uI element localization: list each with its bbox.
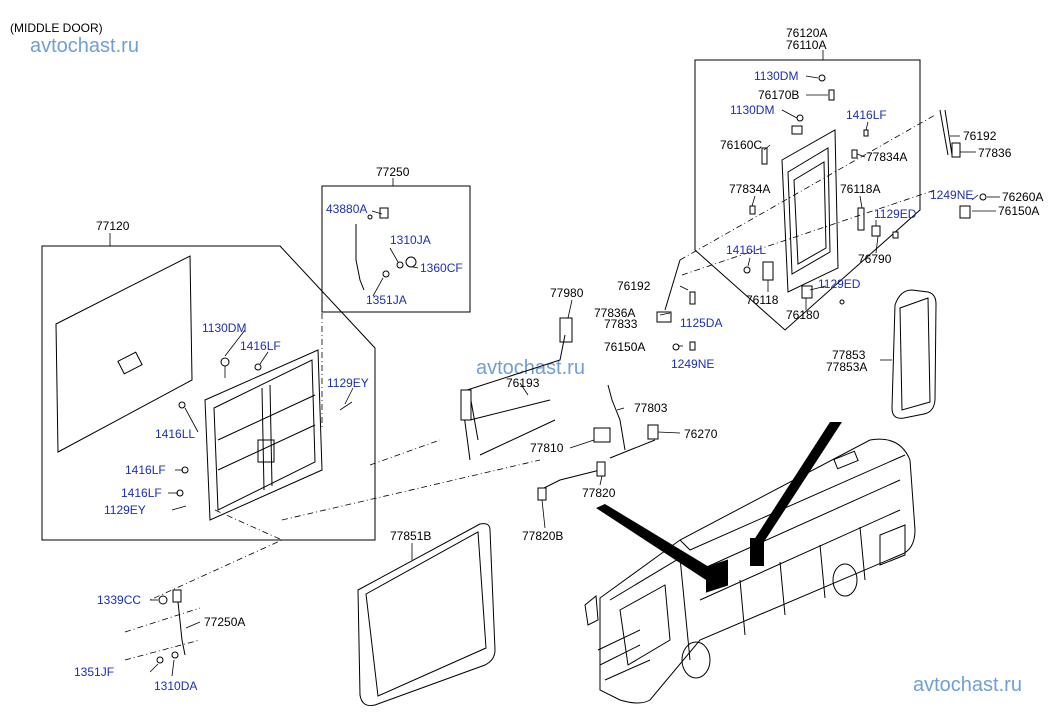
label-76192-b: 76192	[963, 129, 997, 143]
label-1130DM-c: 1130DM	[730, 103, 774, 117]
label-77120: 77120	[96, 219, 130, 233]
label-1125DA: 1125DA	[680, 316, 722, 330]
label-76120A: 76120A	[786, 26, 827, 40]
door-panel-group	[41, 233, 376, 541]
label-76260A: 76260A	[1002, 190, 1043, 204]
door-highlight-middle	[750, 538, 764, 566]
label-1130DM-b: 1130DM	[754, 69, 798, 83]
label-1416LF-d: 1416LF	[846, 108, 887, 122]
label-76110A: 76110A	[786, 38, 826, 52]
label-1416LF-a: 1416LF	[240, 339, 281, 353]
diagram-title: (MIDDLE DOOR)	[10, 21, 103, 35]
rear-door-group-frame	[694, 59, 921, 331]
label-77836A-a: 77836A	[594, 306, 635, 320]
label-1351JF: 1351JF	[74, 665, 114, 679]
watermark-top-left: avtochast.ru	[30, 35, 139, 57]
label-76270: 76270	[684, 427, 718, 441]
label-77834A-a: 77834A	[866, 150, 907, 164]
label-1249NE-a: 1249NE	[671, 357, 714, 371]
door-outer-panel	[55, 255, 193, 453]
label-76160C: 76160C	[720, 138, 762, 152]
label-77833: 77833	[604, 317, 638, 331]
door-rod-77250A	[124, 589, 201, 677]
label-1416LF-c: 1416LF	[121, 486, 162, 500]
bus-illustration	[584, 422, 916, 704]
label-76150A-b: 76150A	[998, 204, 1039, 218]
door-inner-frame-inner	[213, 359, 316, 511]
weather-strip-77853	[880, 289, 937, 419]
label-77820: 77820	[582, 486, 616, 500]
door-mechanism-group	[460, 259, 696, 529]
label-43880A: 43880A	[326, 202, 367, 216]
door-group-frame	[41, 245, 376, 541]
weather-strip-77851B	[357, 523, 496, 706]
lock-rod-group-frame	[321, 185, 471, 313]
label-1310DA: 1310DA	[154, 679, 197, 693]
label-1360CF: 1360CF	[420, 261, 463, 275]
label-1129EY-a: 1129EY	[327, 376, 369, 390]
label-1416LL-b: 1416LL	[726, 243, 766, 257]
callout-wedge-left	[596, 504, 714, 580]
label-1416LF-b: 1416LF	[125, 463, 166, 477]
rear-door-skin	[781, 129, 839, 293]
label-1129ED-a: 1129ED	[874, 207, 917, 221]
label-77853: 77853	[832, 348, 866, 362]
label-76790: 76790	[858, 252, 892, 266]
label-77836: 77836	[978, 146, 1012, 160]
callout-wedge-right	[750, 422, 842, 548]
label-1129EY-b: 1129EY	[104, 503, 146, 517]
label-77250A: 77250A	[204, 615, 245, 629]
label-1416LL-a: 1416LL	[155, 427, 195, 441]
label-1310JA: 1310JA	[390, 233, 431, 247]
label-1351JA: 1351JA	[366, 293, 407, 307]
label-77803: 77803	[634, 401, 668, 415]
label-1249NE-b: 1249NE	[930, 188, 973, 202]
rear-door-window-inner	[793, 161, 827, 265]
label-76118A: 76118A	[840, 182, 880, 196]
door-highlight-front	[706, 559, 728, 593]
label-77820B: 77820B	[522, 529, 563, 543]
label-76118: 76118	[746, 293, 779, 307]
label-76150A-a: 76150A	[604, 340, 645, 354]
label-1339CC: 1339CC	[97, 593, 141, 607]
watermark-center: avtochast.ru	[476, 357, 585, 379]
label-76170B: 76170B	[758, 88, 799, 102]
rear-door-window-outer	[787, 147, 831, 275]
label-1129ED-b: 1129ED	[818, 277, 861, 291]
rear-door-group	[679, 50, 1000, 331]
label-77834A-b: 77834A	[729, 182, 770, 196]
label-76180: 76180	[786, 308, 820, 322]
door-panel-window	[117, 351, 143, 375]
door-inner-frame	[204, 349, 323, 521]
label-77853A: 77853A	[826, 360, 867, 374]
label-76193: 76193	[506, 376, 540, 390]
label-77250: 77250	[376, 165, 410, 179]
label-77851B: 77851B	[390, 529, 431, 543]
lock-rod-group	[321, 178, 471, 313]
label-76192-a: 76192	[617, 279, 651, 293]
label-1130DM-a: 1130DM	[202, 321, 246, 335]
label-77810: 77810	[530, 441, 564, 455]
label-77980: 77980	[550, 286, 584, 300]
watermark-bottom-right: avtochast.ru	[913, 674, 1022, 696]
